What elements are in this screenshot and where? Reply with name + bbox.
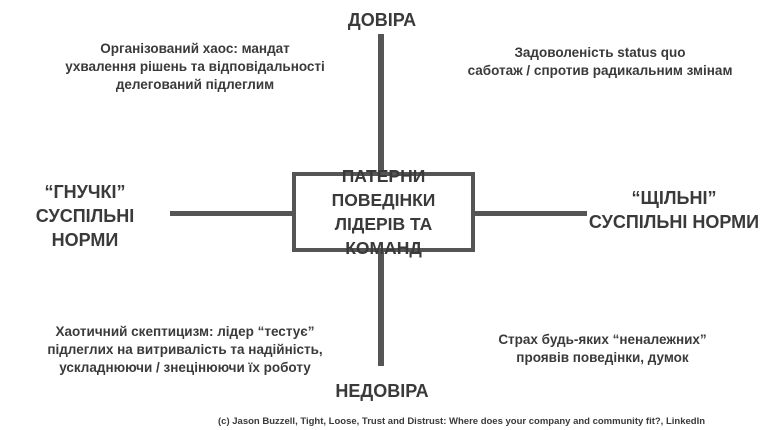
quadrant-bottom-right-text: Страх будь-яких “неналежних” проявів пов… [498,332,707,365]
axis-label-loose-norms: “ГНУЧКІ” СУСПІЛЬНІ НОРМИ [35,182,135,250]
quadrant-top-right-text: Задоволеність status quo саботаж / спрот… [467,45,733,78]
horizontal-axis-right-line [475,211,587,216]
axis-label-distrust: НЕДОВІРА [335,381,429,401]
horizontal-axis-left-line [170,211,292,216]
vertical-axis-top-line [378,34,384,172]
vertical-axis-bottom-line [378,252,384,366]
quadrant-top-left-text: Організований хаос: мандат ухвалення ріш… [65,41,325,92]
center-label: ПАТЕРНИ ПОВЕДІНКИ ЛІДЕРІВ ТА КОМАНД [331,166,436,258]
axis-label-trust: ДОВІРА [347,10,417,30]
axis-label-tight-norms: “ЩІЛЬНІ” СУСПІЛЬНІ НОРМИ [588,188,760,232]
quadrant-bottom-left-text: Хаотичний скептицизм: лідер “тестує” під… [47,324,323,375]
source-credit: (c) Jason Buzzell, Tight, Loose, Trust a… [218,416,706,427]
center-box: ПАТЕРНИ ПОВЕДІНКИ ЛІДЕРІВ ТА КОМАНД [292,166,475,258]
